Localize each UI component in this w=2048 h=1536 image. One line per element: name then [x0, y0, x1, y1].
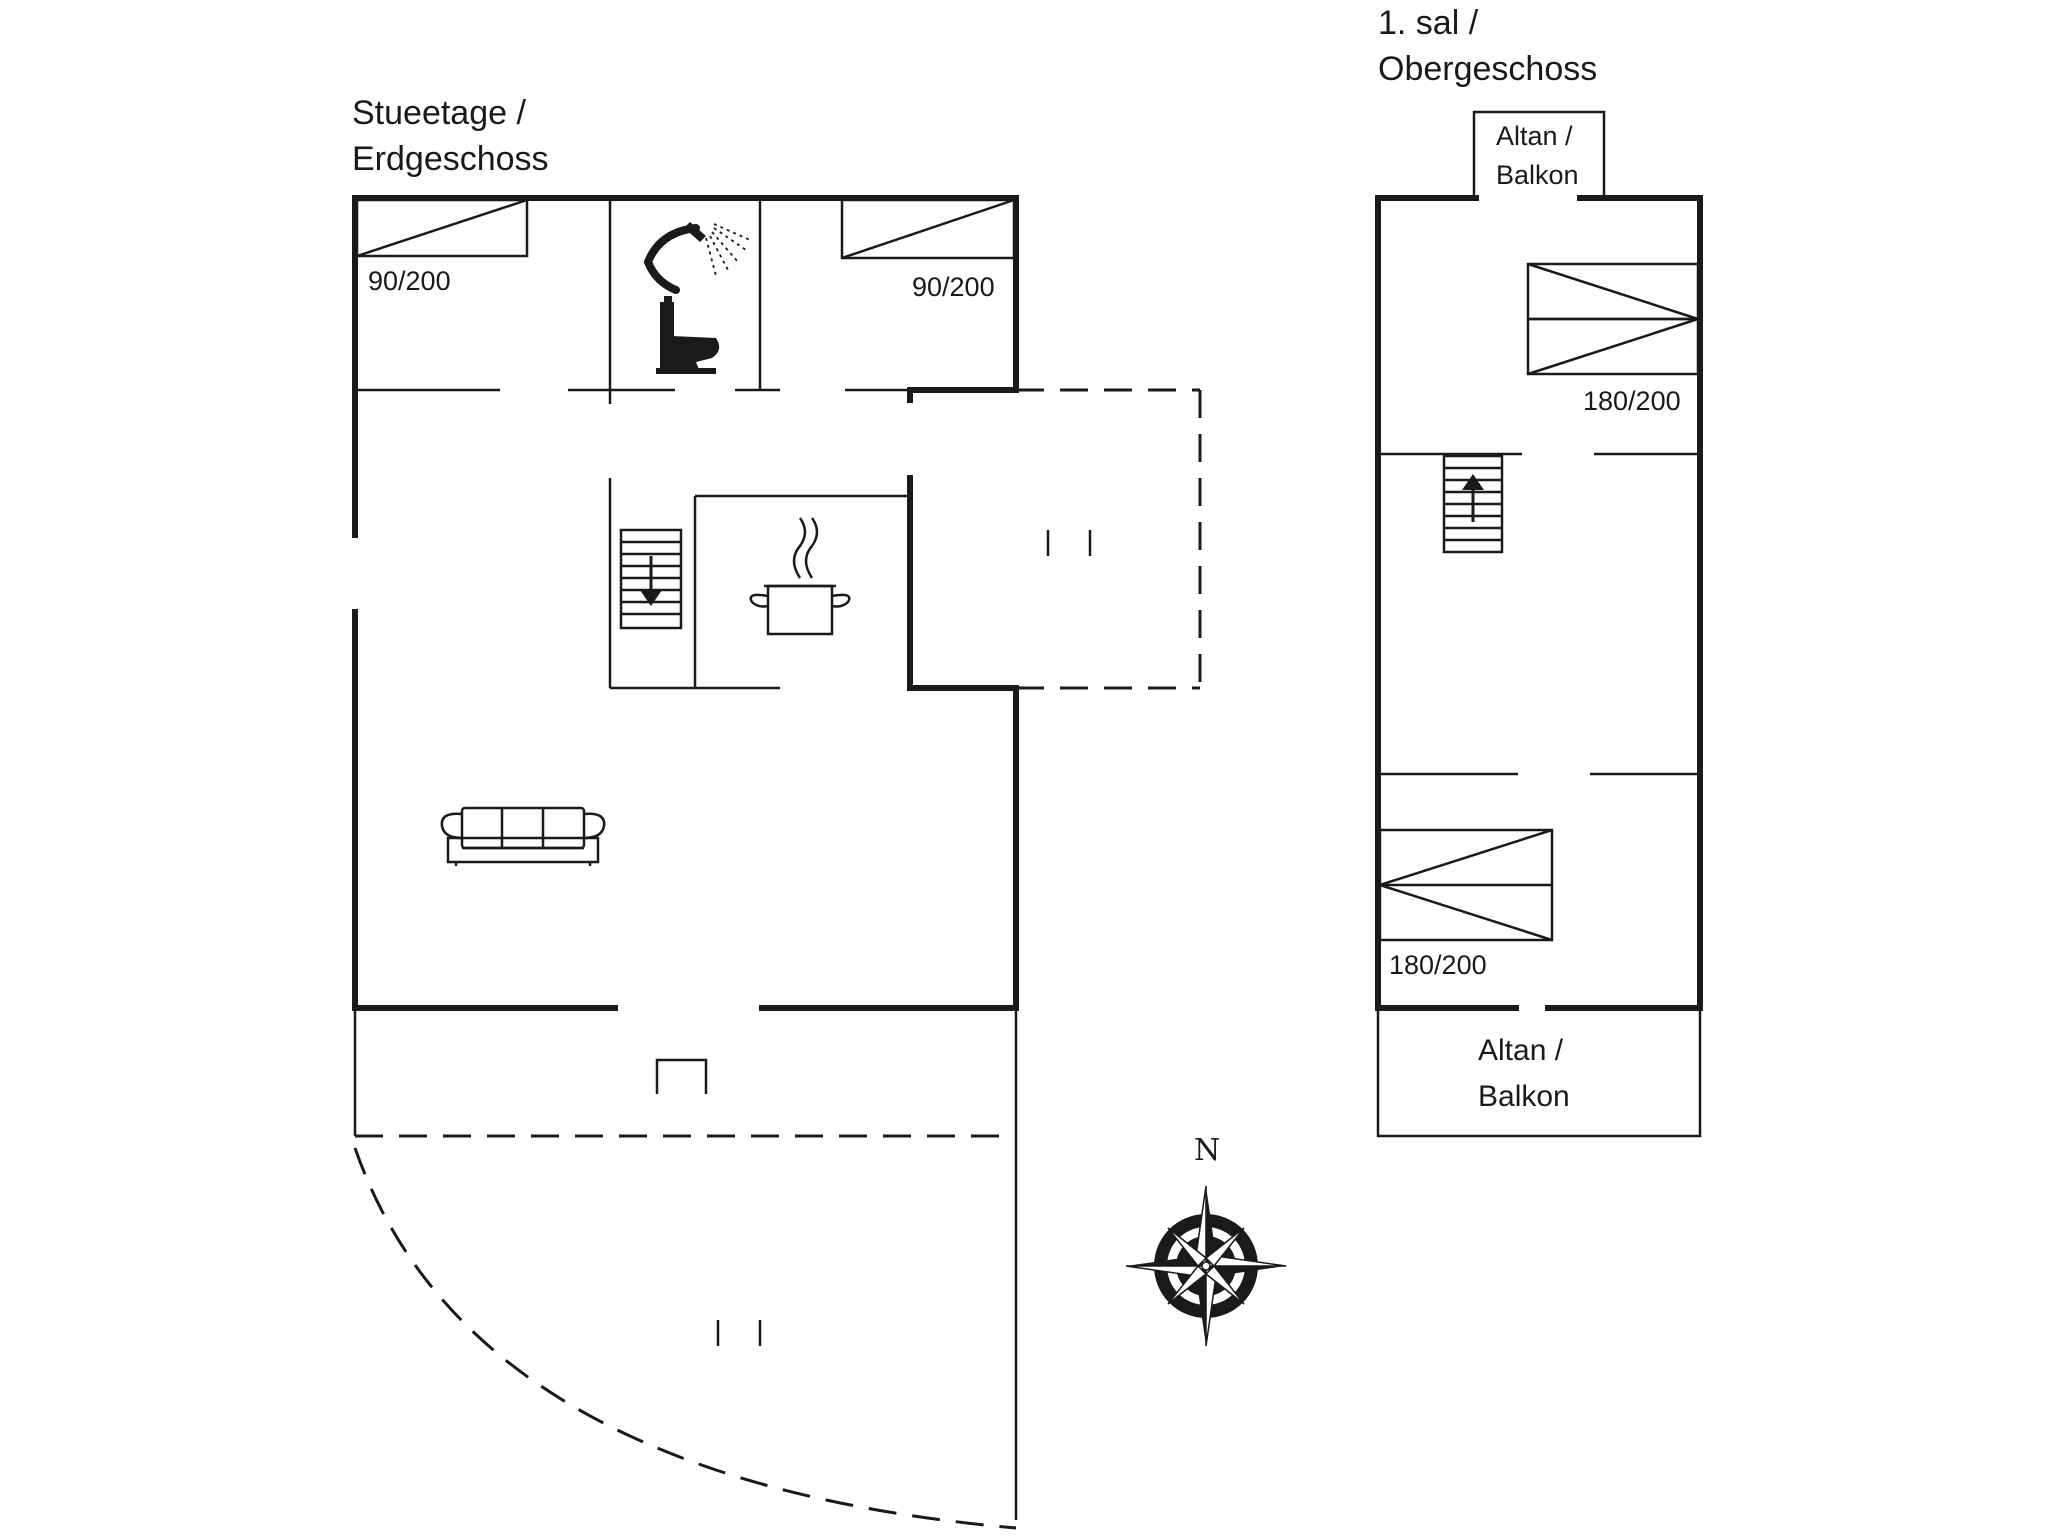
ground-floor: Stueetage / Erdgeschoss — [352, 94, 1202, 1530]
compass-north-label: N — [1194, 1133, 1220, 1168]
balcony-bottom-label-line2: Balkon — [1478, 1080, 1570, 1113]
toilet-icon — [656, 296, 720, 374]
bed-double-top — [1526, 262, 1700, 376]
balcony-top-label-line1: Altan / — [1496, 121, 1573, 151]
upper-floor-walls — [1375, 195, 1703, 1011]
upper-floor-title-line1: 1. sal / — [1378, 4, 1479, 42]
ground-floor-walls — [352, 195, 1019, 1011]
cooking-pot-icon — [749, 517, 851, 636]
stairs-down-icon — [619, 528, 683, 630]
ground-floor-interior-walls — [355, 198, 910, 690]
terrace-south — [353, 1008, 1018, 1530]
fireplace-icon — [655, 1058, 708, 1094]
terrace-east — [1016, 388, 1202, 690]
bed-right-size: 90/200 — [912, 272, 995, 302]
balcony-top-label-line2: Balkon — [1496, 160, 1579, 190]
balcony-bottom-label-line1: Altan / — [1478, 1034, 1564, 1067]
ground-floor-title-line2: Erdgeschoss — [352, 140, 549, 178]
bed-left-size: 90/200 — [368, 266, 451, 296]
upper-floor: 1. sal / Obergeschoss Altan / Balkon — [1375, 4, 1703, 1138]
upper-floor-interior-walls — [1378, 452, 1700, 776]
bed-single-right — [840, 198, 1016, 260]
bed-bottom-size: 180/200 — [1389, 950, 1487, 980]
sofa-icon — [440, 806, 606, 866]
balcony-top — [1472, 110, 1606, 196]
compass-rose-icon: N — [1125, 1133, 1287, 1347]
lawn-marks — [716, 1320, 762, 1346]
upper-floor-title-line2: Obergeschoss — [1378, 50, 1597, 88]
stairs-up-icon — [1442, 454, 1504, 554]
bed-single-left — [355, 198, 529, 258]
ground-floor-title-line1: Stueetage / — [352, 94, 526, 132]
shower-icon — [643, 222, 751, 294]
bed-double-bottom — [1378, 828, 1554, 942]
balcony-bottom — [1376, 1008, 1702, 1138]
bed-top-size: 180/200 — [1583, 386, 1681, 416]
